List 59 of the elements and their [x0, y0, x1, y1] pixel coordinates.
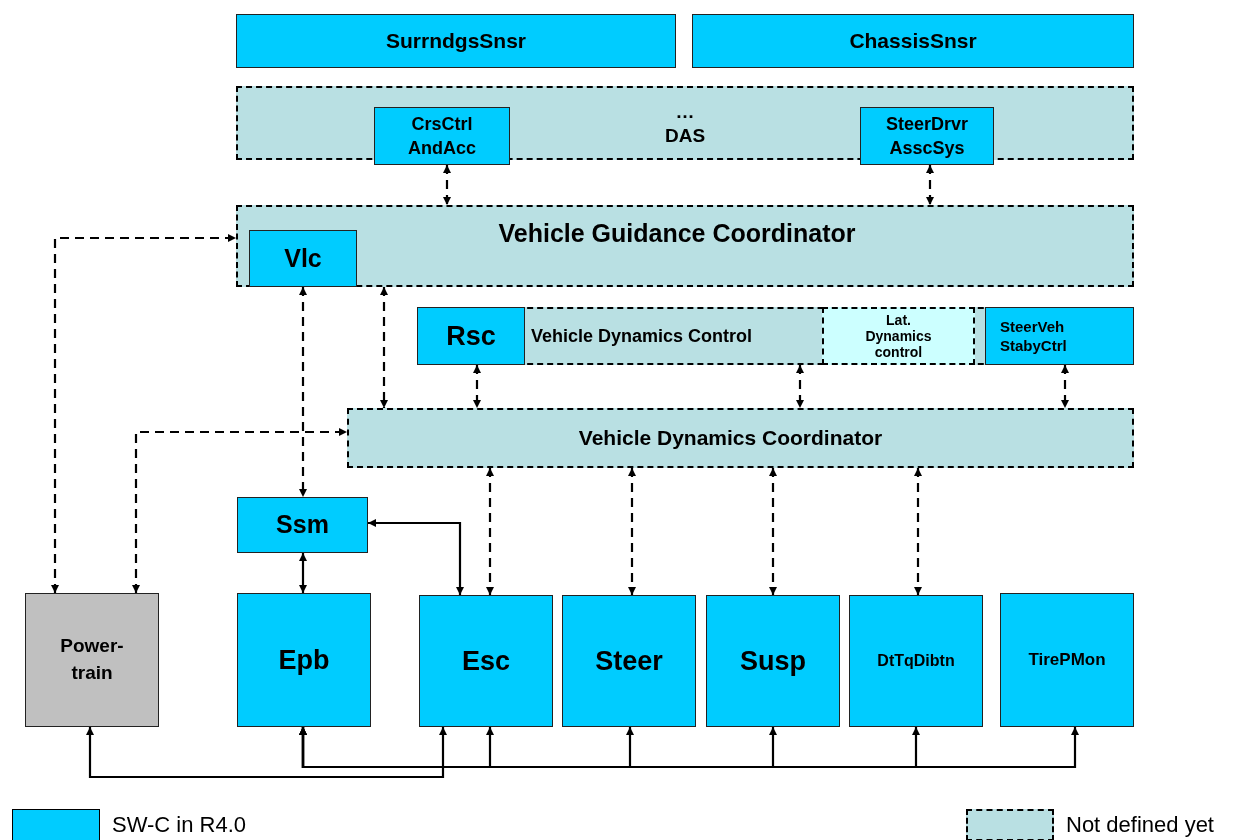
connector-arrow [486, 468, 494, 595]
component-box [822, 307, 975, 365]
node-label: Lat. Dynamics control [864, 311, 933, 361]
connector-arrow [473, 365, 481, 408]
component-box [236, 14, 676, 68]
component-box [237, 497, 368, 553]
connector-arrow [380, 287, 388, 408]
connector-arrow [926, 165, 934, 205]
node-label: Steer [595, 644, 663, 678]
connector-arrow [86, 727, 447, 779]
legend-label: Not defined yet [1066, 811, 1214, 839]
node-label: Rsc [446, 319, 496, 353]
component-box [860, 107, 994, 165]
node-label: SteerDrvr AsscSys [884, 112, 969, 160]
connector-arrow [914, 468, 922, 595]
node-label: Vehicle Guidance Coordinator [498, 218, 856, 249]
legend-label: SW-C in R4.0 [112, 811, 247, 839]
connector-arrow [299, 727, 1079, 769]
node-label: Vlc [284, 242, 322, 274]
node-label: SteerVeh StabyCtrl [1000, 316, 1068, 356]
node-label: Vehicle Dynamics Coordinator [578, 425, 883, 452]
node-label: CrsCtrl AndAcc [407, 112, 477, 160]
node-label: Epb [278, 643, 330, 677]
group-box [347, 408, 1134, 468]
node-label: TirePMon [1028, 649, 1106, 672]
component-box [985, 307, 1134, 365]
connector-arrow [132, 428, 347, 593]
connector-arrow [299, 287, 307, 497]
component-box [237, 593, 371, 727]
node-label: DtTqDibtn [877, 651, 955, 671]
connector-arrow [51, 234, 236, 593]
component-box [1000, 593, 1134, 727]
group-box [417, 307, 1134, 365]
group-box [236, 205, 1134, 287]
node-label: Susp [740, 644, 806, 678]
node-label: Power- train [59, 634, 125, 685]
component-box [249, 230, 357, 287]
connector-arrow [1061, 365, 1069, 408]
component-box [374, 107, 510, 165]
connector-arrow [443, 165, 451, 205]
component-box [849, 595, 983, 727]
component-box [562, 595, 696, 727]
connector-arrow [796, 365, 804, 408]
node-label: … [675, 100, 695, 124]
node-label: Vehicle Dynamics Control [531, 324, 753, 348]
component-box [25, 593, 159, 727]
node-label: Esc [461, 644, 510, 678]
component-box [706, 595, 840, 727]
node-label: ChassisSnsr [849, 28, 977, 55]
component-box [417, 307, 525, 365]
node-label: DAS [664, 123, 706, 148]
component-box [419, 595, 553, 727]
connector-arrow [628, 468, 636, 595]
connector-arrow [368, 519, 464, 595]
component-box [692, 14, 1134, 68]
connector-arrow [769, 468, 777, 595]
connector-arrow [299, 553, 307, 593]
node-label: Ssm [276, 509, 329, 541]
node-label: SurrndgsSnsr [386, 28, 526, 55]
